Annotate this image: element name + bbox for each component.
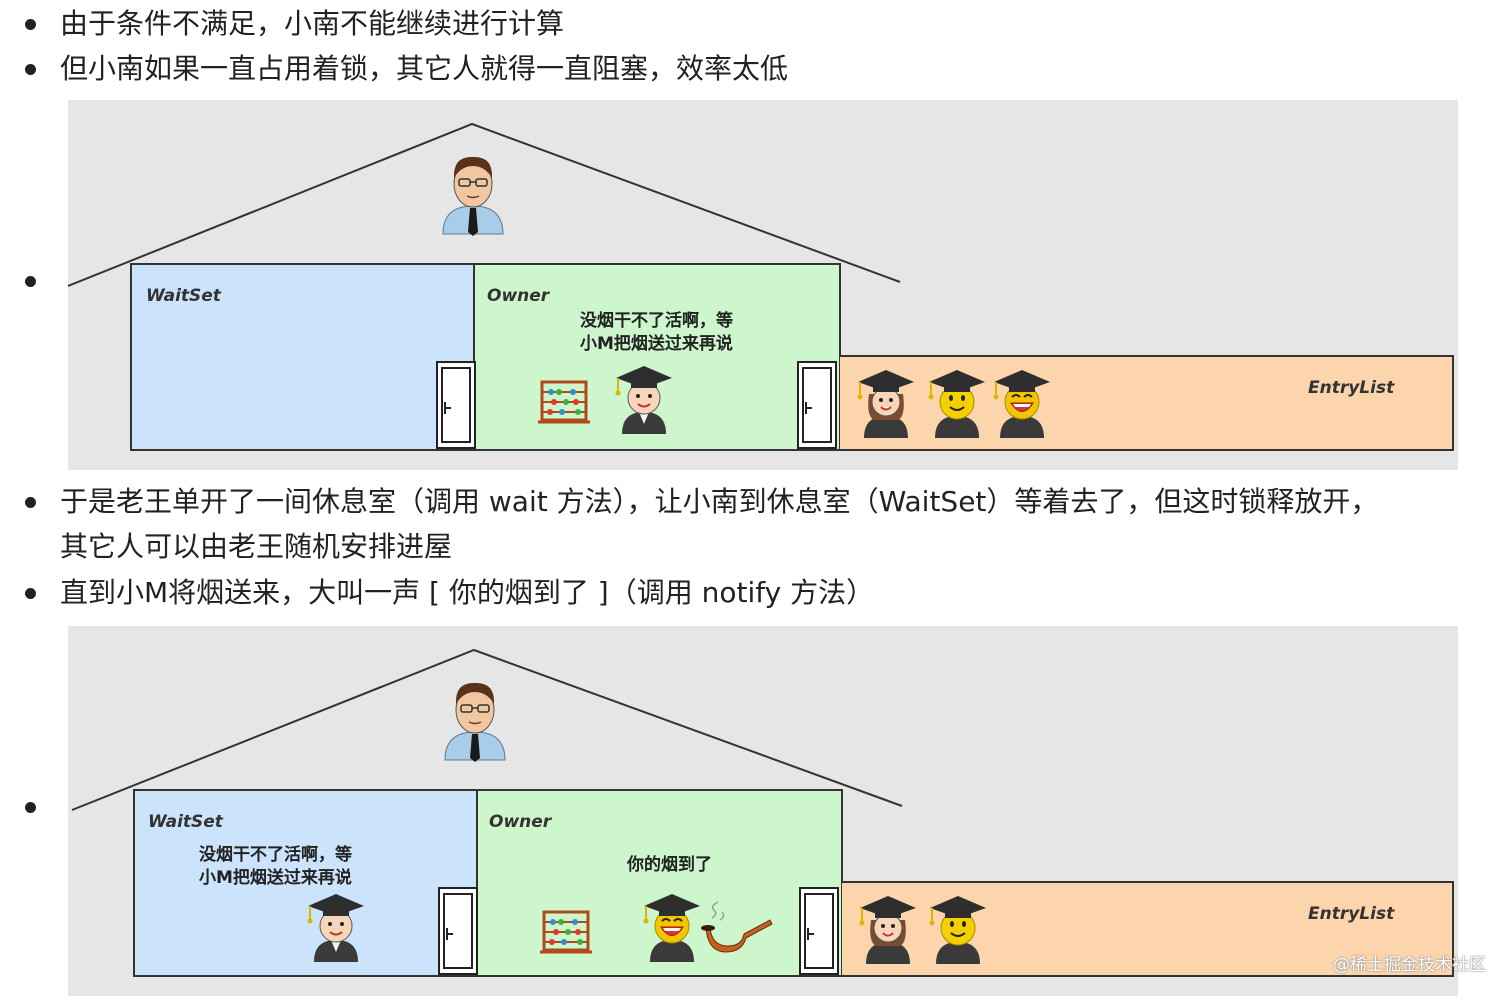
bullet-text: 但小南如果一直占用着锁，其它人就得一直阻塞，效率太低 [60,52,789,85]
waitset-speech: 没烟干不了活啊，等 小M把烟送过来再说 [199,845,352,888]
teacher-icon [444,682,506,763]
waitset-label: WaitSet [148,812,223,832]
roof [68,122,901,287]
bullet-dot [25,587,36,599]
door-icon [797,361,837,449]
roof [71,648,903,811]
entrylist-label: EntryList [1308,378,1395,398]
figure-monitor-notify-graphic [71,648,1454,977]
owner-label: Owner [487,286,550,306]
door-icon [799,887,839,975]
bullet-dot [25,63,36,75]
bullet-text: 由于条件不满足，小南不能继续进行计算 [60,7,565,40]
teacher-icon [442,156,504,237]
entrylist-label: EntryList [1308,904,1395,924]
bullet-dot [25,801,36,813]
bullet-text: 其它人可以由老王随机安排进屋 [60,530,453,563]
owner-speech: 你的烟到了 [627,855,712,875]
owner-speech: 没烟干不了活啊，等 小M把烟送过来再说 [580,311,733,354]
figure-monitor-wait-graphic [68,122,1454,451]
bullet-text: 于是老王单开了一间休息室（调用 wait 方法），让小南到休息室（WaitSet… [60,485,1379,518]
watermark: @稀土掘金技术社区 [1333,955,1486,975]
figure-monitor-wait: WaitSet Owner EntryList 没烟干不了活啊，等 小M把烟送过… [68,100,1458,470]
figure-monitor-notify: WaitSet Owner EntryList 没烟干不了活啊，等 小M把烟送过… [68,626,1458,996]
owner-label: Owner [489,812,552,832]
door-icon [436,361,476,449]
bullet-dot [25,496,36,508]
door-icon [438,887,478,975]
bullet-dot [25,275,36,287]
waitset-label: WaitSet [146,286,221,306]
waitset-room [133,789,478,977]
bullet-dot [25,18,36,30]
bullet-text: 直到小M将烟送来，大叫一声 [ 你的烟到了 ]（调用 notify 方法） [60,576,875,609]
waitset-room [130,263,475,451]
